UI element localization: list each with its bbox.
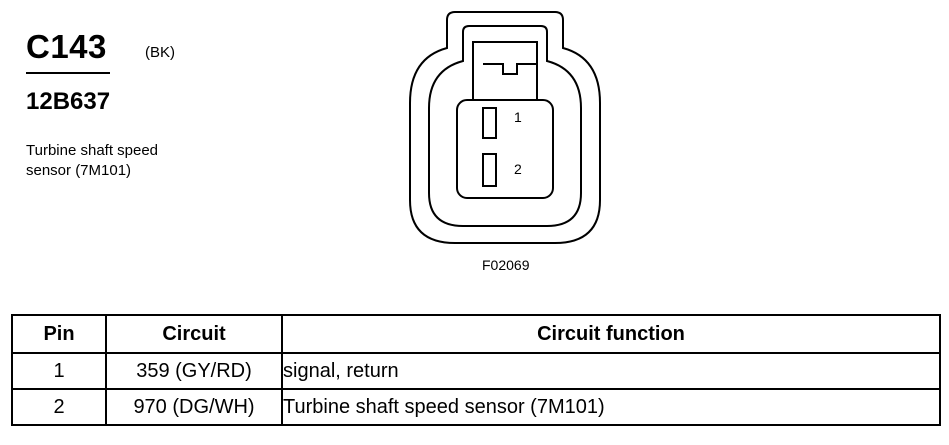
table-row: 1 359 (GY/RD) signal, return bbox=[11, 352, 941, 390]
pin-1-terminal bbox=[482, 107, 497, 139]
connector-face-diagram bbox=[409, 11, 601, 244]
table-row: 2 970 (DG/WH) Turbine shaft speed sensor… bbox=[11, 388, 941, 426]
connector-outer-shell bbox=[409, 11, 601, 244]
pin-2-terminal bbox=[482, 153, 497, 187]
pin-cell: 2 bbox=[11, 388, 107, 426]
figure-code: F02069 bbox=[482, 257, 530, 273]
header-circuit-function: Circuit function bbox=[281, 314, 941, 354]
circuit-cell: 970 (DG/WH) bbox=[105, 388, 283, 426]
component-description: Turbine shaft speed sensor (7M101) bbox=[26, 141, 158, 181]
pin-1-label: 1 bbox=[514, 109, 522, 125]
description-line-1: Turbine shaft speed bbox=[26, 142, 159, 159]
terminal-cavity-block bbox=[456, 99, 554, 199]
circuit-function-cell: signal, return bbox=[281, 352, 941, 390]
connector-inner-shell bbox=[428, 25, 582, 227]
pin-2-label: 2 bbox=[514, 161, 522, 177]
locking-tab-outline bbox=[472, 41, 538, 101]
pin-cell: 1 bbox=[11, 352, 107, 390]
pin-table: Pin Circuit Circuit function 1 359 (GY/R… bbox=[11, 314, 941, 426]
locking-tab bbox=[483, 63, 537, 75]
connector-color-code: (BK) bbox=[145, 44, 175, 61]
header-pin: Pin bbox=[11, 314, 107, 354]
description-line-2: sensor (7M101) bbox=[26, 162, 132, 179]
connector-id-underline bbox=[26, 72, 110, 74]
circuit-cell: 359 (GY/RD) bbox=[105, 352, 283, 390]
table-header-row: Pin Circuit Circuit function bbox=[11, 314, 941, 354]
part-number: 12B637 bbox=[26, 88, 111, 115]
connector-id: C143 bbox=[26, 28, 107, 65]
circuit-function-cell: Turbine shaft speed sensor (7M101) bbox=[281, 388, 941, 426]
header-circuit: Circuit bbox=[105, 314, 283, 354]
